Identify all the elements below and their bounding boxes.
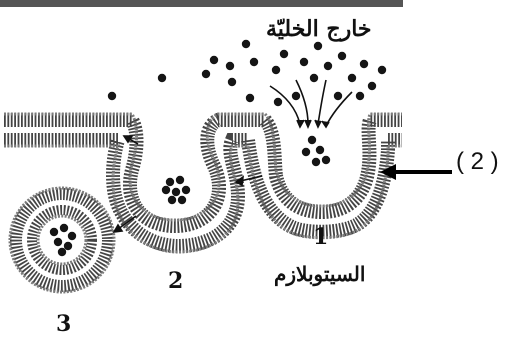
particle: [226, 62, 234, 70]
particle: [178, 196, 186, 204]
particle: [54, 238, 62, 246]
particle: [324, 62, 332, 70]
particle: [274, 98, 282, 106]
flow-arrow-head: [297, 120, 304, 127]
particle: [314, 42, 322, 50]
flow-arrow: [318, 80, 326, 124]
particle: [168, 196, 176, 204]
particle: [378, 66, 386, 74]
particle: [250, 58, 258, 66]
particle: [166, 178, 174, 186]
particle: [176, 176, 184, 184]
vesicle: [10, 188, 114, 292]
particle: [60, 224, 68, 232]
particle: [272, 66, 280, 74]
top-bar: [0, 0, 403, 7]
stage-3-label: 3: [56, 311, 71, 337]
particle: [312, 158, 320, 166]
stage-1-label: 1: [313, 224, 328, 250]
particle: [300, 58, 308, 66]
cytoplasm-label: السيتوبلازم: [274, 262, 365, 286]
particle: [310, 74, 318, 82]
flow-arrow-head: [305, 120, 311, 127]
particle: [322, 156, 330, 164]
outside-cell-label: خارج الخليّة: [266, 16, 372, 42]
vesicle-inner-layer: [32, 210, 92, 270]
particle: [228, 78, 236, 86]
vesicle-inner-heads: [38, 216, 86, 264]
particle: [356, 92, 364, 100]
particle: [338, 52, 346, 60]
particle: [292, 92, 300, 100]
particle: [162, 186, 170, 194]
particle: [182, 186, 190, 194]
particle: [50, 228, 58, 236]
particle: [246, 94, 254, 102]
particle: [334, 92, 342, 100]
particle: [348, 74, 356, 82]
particle: [302, 148, 310, 156]
particle: [158, 74, 166, 82]
particle: [172, 188, 180, 196]
particle: [64, 242, 72, 250]
particle: [58, 248, 66, 256]
flow-arrow-head: [322, 121, 329, 127]
arrow-2-to-3-head: [114, 225, 122, 232]
particle: [202, 70, 210, 78]
particle: [316, 146, 324, 154]
stage-2-label: 2: [168, 268, 183, 294]
particle: [308, 136, 316, 144]
particle: [360, 60, 368, 68]
inward-flow-arrows: [270, 80, 352, 127]
annotation-label: ( 2 ): [456, 148, 499, 176]
particle: [280, 50, 288, 58]
particle: [210, 56, 218, 64]
particle: [242, 40, 250, 48]
flow-arrow: [270, 86, 300, 124]
particle: [68, 232, 76, 240]
particle: [368, 82, 376, 90]
flow-arrow-head: [315, 120, 321, 127]
particle: [108, 92, 116, 100]
